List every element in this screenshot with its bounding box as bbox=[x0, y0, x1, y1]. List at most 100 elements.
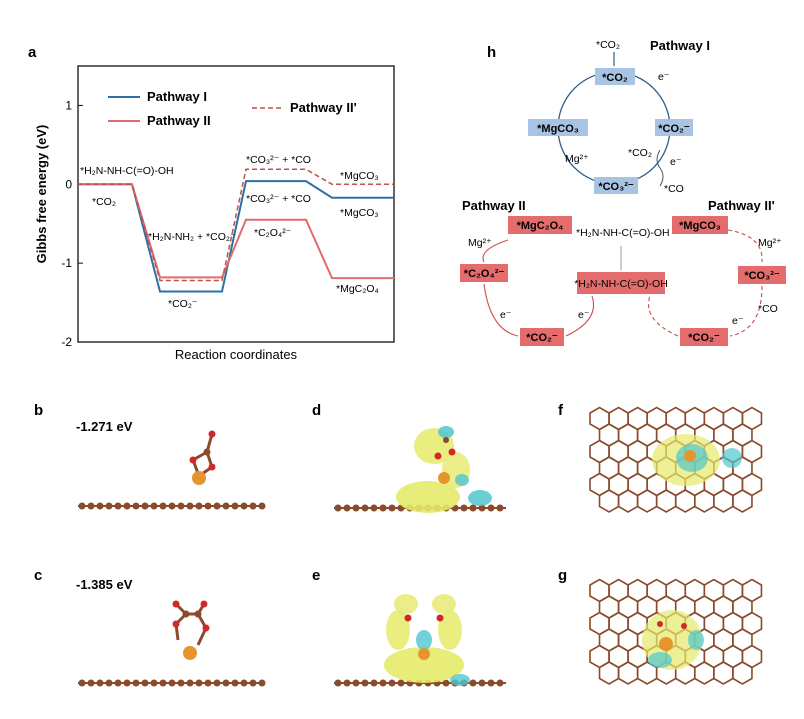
annotations: *H₂N-NH-C(=O)-OH *CO₂ *CO₂⁻ *H₂N-NH₂ + *… bbox=[80, 154, 379, 310]
energy-label-b: -1.271 eV bbox=[76, 419, 133, 434]
mg-atom-c bbox=[183, 646, 197, 660]
carbon-atom bbox=[168, 502, 176, 510]
carbon-atom bbox=[159, 502, 167, 510]
carbon-atom bbox=[442, 679, 450, 687]
pathway-i-node-co2 bbox=[595, 68, 635, 85]
panel-h: h Pathway I *CO₂ *CO₂ *CO₂⁻ *CO₃²⁻ *MgCO… bbox=[460, 38, 786, 346]
carbon-atom bbox=[231, 502, 239, 510]
annotation-co2-minus: *CO₂⁻ bbox=[168, 298, 198, 310]
carbon-atom bbox=[334, 504, 342, 512]
carbon-atom bbox=[159, 679, 167, 687]
carbon-atom bbox=[258, 502, 266, 510]
carbon-atom bbox=[487, 679, 495, 687]
pathway-i-node-co2-label: *CO₂ bbox=[602, 72, 628, 84]
carbon-atom bbox=[249, 679, 257, 687]
carbon-atom bbox=[195, 502, 203, 510]
pathway-ii-prime-node-mgco3-label: *MgCO₃ bbox=[679, 220, 721, 232]
pathway-i-label-e1: e⁻ bbox=[658, 71, 670, 83]
carbon-atom bbox=[397, 679, 405, 687]
panel-c: c -1.385 eV bbox=[34, 567, 266, 687]
carbon-atom bbox=[195, 679, 203, 687]
energy-label-c: -1.385 eV bbox=[76, 577, 133, 592]
carbon-atom bbox=[141, 679, 149, 687]
carbon-atom bbox=[469, 679, 477, 687]
plot-frame bbox=[77, 65, 395, 343]
carbon-atom bbox=[231, 679, 239, 687]
carbon-atom bbox=[370, 504, 378, 512]
pathway-ii-prime-label-co: *CO bbox=[758, 303, 778, 315]
carbon-atom bbox=[132, 679, 140, 687]
carbon-atom bbox=[352, 679, 360, 687]
pathway-ii-prime-arrow-2 bbox=[729, 285, 763, 337]
carbon-atom bbox=[123, 502, 131, 510]
mg-atom-b bbox=[192, 471, 206, 485]
series-line-pathway-ii-prime bbox=[78, 168, 394, 282]
pathway-ii-node-c2o4 bbox=[460, 264, 508, 282]
center-node bbox=[577, 272, 665, 294]
carbon-atom bbox=[240, 502, 248, 510]
charge-density-g bbox=[642, 610, 704, 670]
panel-letter-c: c bbox=[34, 567, 42, 584]
carbon-atom bbox=[213, 679, 221, 687]
carbon-atom bbox=[388, 679, 396, 687]
carbon-atom bbox=[105, 502, 113, 510]
panel-a: a 10-1-2 Gibbs free energy (eV) Reaction… bbox=[28, 44, 395, 362]
pathway-ii-label-e2: e⁻ bbox=[578, 309, 590, 321]
pathway-ii-title: Pathway II bbox=[462, 198, 526, 213]
pathway-ii-prime-node-co3 bbox=[738, 266, 786, 284]
scheme-center: *H₂N-NH-C(=O)-OH *H₂N-NH-C(=O)-OH bbox=[574, 227, 670, 294]
adsorbate-b bbox=[189, 430, 216, 485]
annotation-co2: *CO₂ bbox=[92, 196, 116, 208]
annotation-mgco3-i: *MgCO₃ bbox=[340, 207, 379, 219]
annotation-hydrazine: *H₂N-NH₂ + *CO₂⁻ bbox=[148, 231, 236, 243]
y-tick-label: 1 bbox=[65, 98, 72, 112]
pathway-ii-prime-label-e: e⁻ bbox=[732, 315, 744, 327]
pathway-ii-node-mgc2o4 bbox=[508, 216, 572, 234]
annotation-mgc2o4: *MgC₂O₄ bbox=[336, 283, 379, 295]
carbon-atom bbox=[379, 679, 387, 687]
legend-label-pathway-ii-prime: Pathway II' bbox=[290, 100, 357, 115]
pathway-ii-arrow-2 bbox=[483, 283, 519, 337]
panel-b: b -1.271 eV bbox=[34, 402, 266, 510]
carbon-atom bbox=[96, 502, 104, 510]
carbon-atom bbox=[114, 679, 122, 687]
carbon-atom bbox=[96, 679, 104, 687]
lattice-ring bbox=[732, 489, 753, 513]
carbon-atom bbox=[177, 502, 185, 510]
panel-f: f bbox=[558, 400, 770, 516]
center-node-label: *H₂N-NH-C(=O)-OH bbox=[574, 278, 668, 290]
pathway-ii-prime: Pathway II' *MgCO₃ *CO₃²⁻ *CO₂⁻ Mg²⁺ e⁻ … bbox=[648, 198, 786, 346]
pathway-ii-prime-label-mg: Mg²⁺ bbox=[758, 237, 782, 249]
pathway-ii-prime-node-co3-label: *CO₃²⁻ bbox=[744, 270, 780, 282]
carbon-atom bbox=[186, 679, 194, 687]
charge-density-d bbox=[396, 426, 492, 513]
annotation-mgco3-ii-prime: *MgCO₃ bbox=[340, 170, 379, 182]
pathway-ii-prime-node-co2-minus bbox=[680, 328, 728, 346]
carbon-atom bbox=[168, 679, 176, 687]
pathway-ii-prime-node-mgco3 bbox=[672, 216, 728, 234]
carbon-atom bbox=[249, 502, 257, 510]
carbon-atom bbox=[186, 502, 194, 510]
pathway-i-label-co2-2: *CO₂ bbox=[628, 147, 652, 159]
annotation-formic-hydrazide: *H₂N-NH-C(=O)-OH bbox=[80, 165, 174, 177]
pathway-i-label-e2: e⁻ bbox=[670, 156, 682, 168]
carbon-atom bbox=[478, 679, 486, 687]
pathway-i-title: Pathway I bbox=[650, 38, 710, 53]
carbon-atom bbox=[487, 504, 495, 512]
charge-density-f bbox=[652, 434, 742, 486]
series-line-pathway-ii bbox=[78, 183, 394, 280]
carbon-atom bbox=[150, 679, 158, 687]
carbon-atom bbox=[114, 502, 122, 510]
carbon-atom bbox=[496, 679, 504, 687]
carbon-atom bbox=[222, 679, 230, 687]
pathway-i-node-co3-label: *CO₃²⁻ bbox=[598, 181, 634, 193]
pathway-ii-label-e1: e⁻ bbox=[500, 309, 512, 321]
pathway-ii-node-mgc2o4-label: *MgC₂O₄ bbox=[517, 220, 564, 232]
carbon-atom bbox=[132, 502, 140, 510]
carbon-atom bbox=[105, 679, 113, 687]
panel-g: g bbox=[558, 567, 770, 700]
carbon-atom bbox=[150, 502, 158, 510]
panel-letter-d: d bbox=[312, 402, 321, 419]
panel-letter-b: b bbox=[34, 402, 43, 419]
